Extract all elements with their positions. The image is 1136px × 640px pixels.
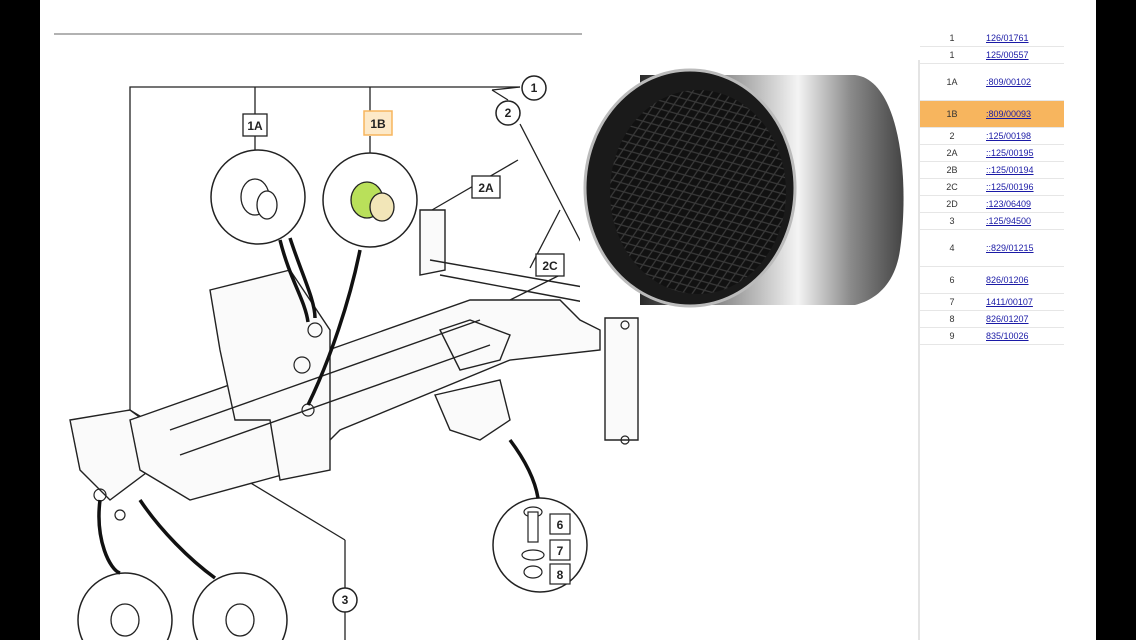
part-number-link[interactable]: ::125/00196	[984, 178, 1064, 196]
callout-2-label: 2	[505, 106, 512, 120]
ref-cell: 1A	[920, 63, 984, 101]
callout-7-label: 7	[557, 544, 564, 558]
ref-cell: 9	[920, 327, 984, 345]
bushing-photo	[580, 56, 918, 314]
part-number-link[interactable]: ::125/00194	[984, 161, 1064, 179]
part-number-link[interactable]: 826/01206	[984, 266, 1064, 294]
table-row[interactable]: 2C::125/00196	[920, 178, 1064, 196]
table-row-selected[interactable]: 1B:809/00093	[920, 100, 1064, 128]
bushing-1b-bubble[interactable]	[322, 152, 418, 248]
frame-drawing	[69, 209, 639, 501]
part-number-link[interactable]: :809/00093	[984, 100, 1064, 128]
ref-cell: 7	[920, 293, 984, 311]
panel-divider	[918, 60, 920, 640]
bushing-bubble-lower-right[interactable]	[192, 572, 288, 640]
table-row[interactable]: 1A:809/00102	[920, 63, 1064, 101]
callout-2c[interactable]: 2C	[535, 253, 565, 277]
bushing-1a-bubble[interactable]	[210, 149, 306, 245]
callout-1[interactable]: 1	[521, 75, 547, 101]
part-number-link[interactable]: :125/94500	[984, 212, 1064, 230]
part-number-link[interactable]: 125/00557	[984, 46, 1064, 64]
table-row[interactable]: 4::829/01215	[920, 229, 1064, 267]
ref-cell: 2	[920, 127, 984, 145]
ref-cell: 1	[920, 30, 984, 47]
callout-2[interactable]: 2	[495, 100, 521, 126]
exploded-diagram: 1 2 1A 1B 2A 2C 3 6	[54, 33, 918, 640]
callout-2a-label: 2A	[478, 181, 494, 195]
table-row[interactable]: 2:125/00198	[920, 127, 1064, 145]
callout-6-label: 6	[557, 518, 564, 532]
table-row[interactable]: 3:125/94500	[920, 212, 1064, 230]
callout-3[interactable]: 3	[332, 587, 358, 613]
ref-cell: 6	[920, 266, 984, 294]
frame-holes	[93, 320, 630, 521]
part-number-link[interactable]: 1411/00107	[984, 293, 1064, 311]
part-number-link[interactable]: ::125/00195	[984, 144, 1064, 162]
ref-cell: 2C	[920, 178, 984, 196]
table-row[interactable]: 2D:123/06409	[920, 195, 1064, 213]
ref-cell: 4	[920, 229, 984, 267]
part-number-link[interactable]: :809/00102	[984, 63, 1064, 101]
part-number-link[interactable]: 126/01761	[984, 30, 1064, 47]
part-number-link[interactable]: :123/06409	[984, 195, 1064, 213]
viewer-canvas: 1 2 1A 1B 2A 2C 3 6	[40, 0, 1096, 640]
table-row[interactable]: 2A::125/00195	[920, 144, 1064, 162]
ref-cell: 2A	[920, 144, 984, 162]
callout-1b[interactable]: 1B	[363, 110, 393, 136]
ref-cell: 8	[920, 310, 984, 328]
ref-cell: 2D	[920, 195, 984, 213]
callout-7[interactable]: 7	[549, 539, 571, 561]
callout-1a-label: 1A	[247, 119, 263, 133]
ref-cell: 1B	[920, 100, 984, 128]
callout-1b-label: 1B	[370, 117, 386, 131]
part-number-link[interactable]: :125/00198	[984, 127, 1064, 145]
bubble-leaders	[97, 237, 540, 580]
callout-3-label: 3	[342, 593, 349, 607]
ref-cell: 1	[920, 46, 984, 64]
bushing-bubble-lower-left[interactable]	[77, 572, 173, 640]
callout-2c-label: 2C	[542, 259, 558, 273]
callout-1a[interactable]: 1A	[242, 113, 268, 137]
callout-8[interactable]: 8	[549, 563, 571, 585]
fastener-bubble[interactable]	[492, 497, 588, 593]
ref-cell: 2B	[920, 161, 984, 179]
ref-cell: 3	[920, 212, 984, 230]
callout-2a[interactable]: 2A	[471, 175, 501, 199]
callout-6[interactable]: 6	[549, 513, 571, 535]
callout-1-label: 1	[531, 81, 538, 95]
table-row[interactable]: 2B::125/00194	[920, 161, 1064, 179]
callout-8-label: 8	[557, 568, 564, 582]
part-number-link[interactable]: ::829/01215	[984, 229, 1064, 267]
part-number-link[interactable]: 835/10026	[984, 327, 1064, 345]
part-number-link[interactable]: 826/01207	[984, 310, 1064, 328]
